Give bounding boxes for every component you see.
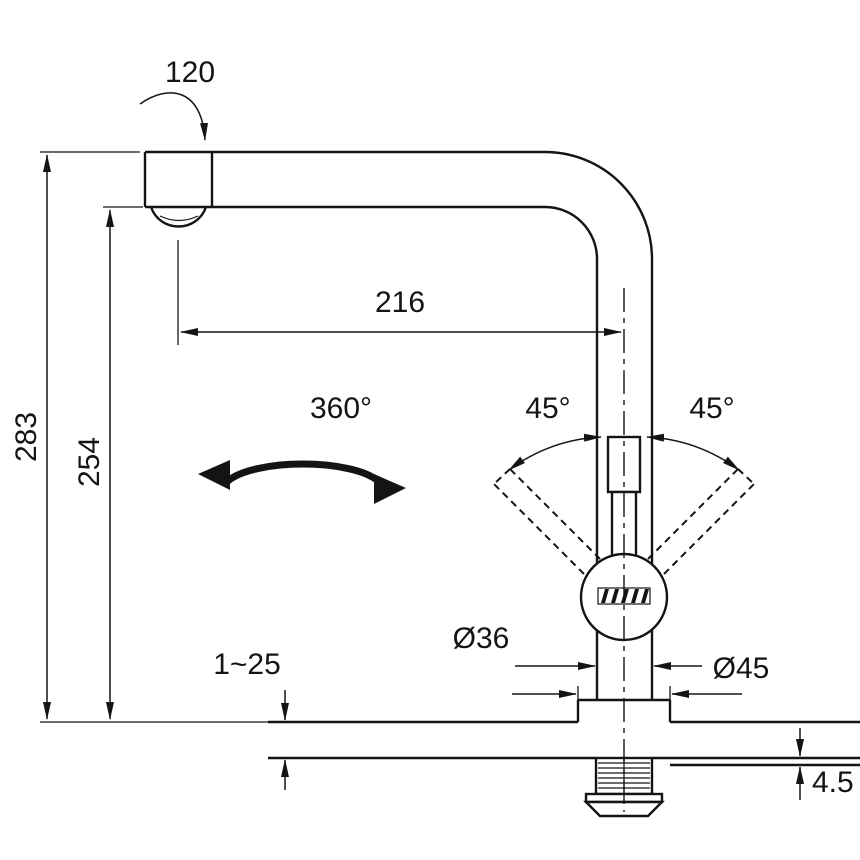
dim-283-label: 283: [10, 412, 43, 462]
dim-254-label: 254: [73, 437, 106, 487]
dim-diameter-36: Ø36: [453, 622, 702, 670]
dim-o45-label: Ø45: [713, 652, 770, 685]
dim-120-label: 120: [165, 56, 215, 89]
dim-45-right-label: 45°: [689, 392, 734, 425]
mounting-cone: [583, 800, 665, 818]
dim-45-left-label: 45°: [525, 392, 570, 425]
dim-overall-height-283: 283: [10, 151, 268, 723]
rotation-360: 360°: [198, 392, 406, 504]
dim-spout-height-254: 254: [73, 206, 143, 720]
dim-diameter-45: Ø45: [512, 652, 769, 700]
dim-swivel-120: 120: [139, 56, 215, 141]
dim-216-label: 216: [375, 286, 425, 319]
countertop: [268, 720, 860, 767]
dim-360-label: 360°: [310, 392, 372, 425]
dim-plate-thickness: 4.5: [796, 728, 854, 800]
dim-o36-label: Ø36: [453, 622, 510, 655]
lever-positions-45: 45° 45°: [493, 392, 755, 575]
dim-reach-216: 216: [177, 240, 622, 345]
dim-4-5-label: 4.5: [812, 766, 854, 799]
dim-mounting-thickness: 1~25: [213, 648, 289, 790]
dim-1-25-label: 1~25: [213, 648, 281, 681]
faucet-outline: [143, 150, 672, 722]
